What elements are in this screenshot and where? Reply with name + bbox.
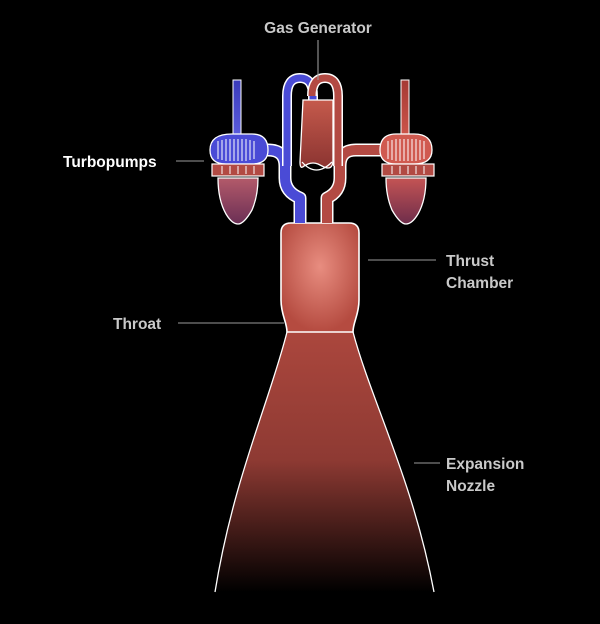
turbopump-left (209, 79, 269, 225)
oxidizer-turbine (217, 177, 259, 225)
expansion-nozzle-label-line2: Nozzle (446, 478, 495, 495)
gas-generator-exhaust (301, 161, 333, 171)
fuel-inlet-pipe (400, 79, 410, 143)
gas-generator-body (299, 99, 334, 169)
throat-label: Throat (113, 316, 161, 333)
oxidizer-inlet-pipe (232, 79, 242, 143)
fuel-turbine (385, 177, 427, 225)
turbopumps-label: Turbopumps (63, 154, 157, 171)
thrust-chamber-body (280, 222, 360, 333)
gas-generator-label: Gas Generator (264, 20, 372, 37)
turbopump-right (379, 79, 435, 225)
nozzle-right-contour (352, 331, 435, 593)
oxidizer-pump-housing (209, 133, 269, 165)
thrust-chamber (280, 222, 360, 333)
nozzle-bell-fill (215, 298, 434, 592)
feed-pipes (240, 72, 382, 223)
expansion-nozzle (214, 298, 435, 593)
gas-generator (299, 99, 334, 171)
oxidizer-impeller (217, 139, 255, 161)
thrust-chamber-label-line1: Thrust (446, 253, 494, 270)
thrust-chamber-label-line2: Chamber (446, 275, 513, 292)
fuel-impeller (387, 139, 425, 161)
expansion-nozzle-label-line1: Expansion (446, 456, 524, 473)
fuel-pump-housing (379, 133, 433, 165)
nozzle-left-contour (214, 331, 288, 593)
